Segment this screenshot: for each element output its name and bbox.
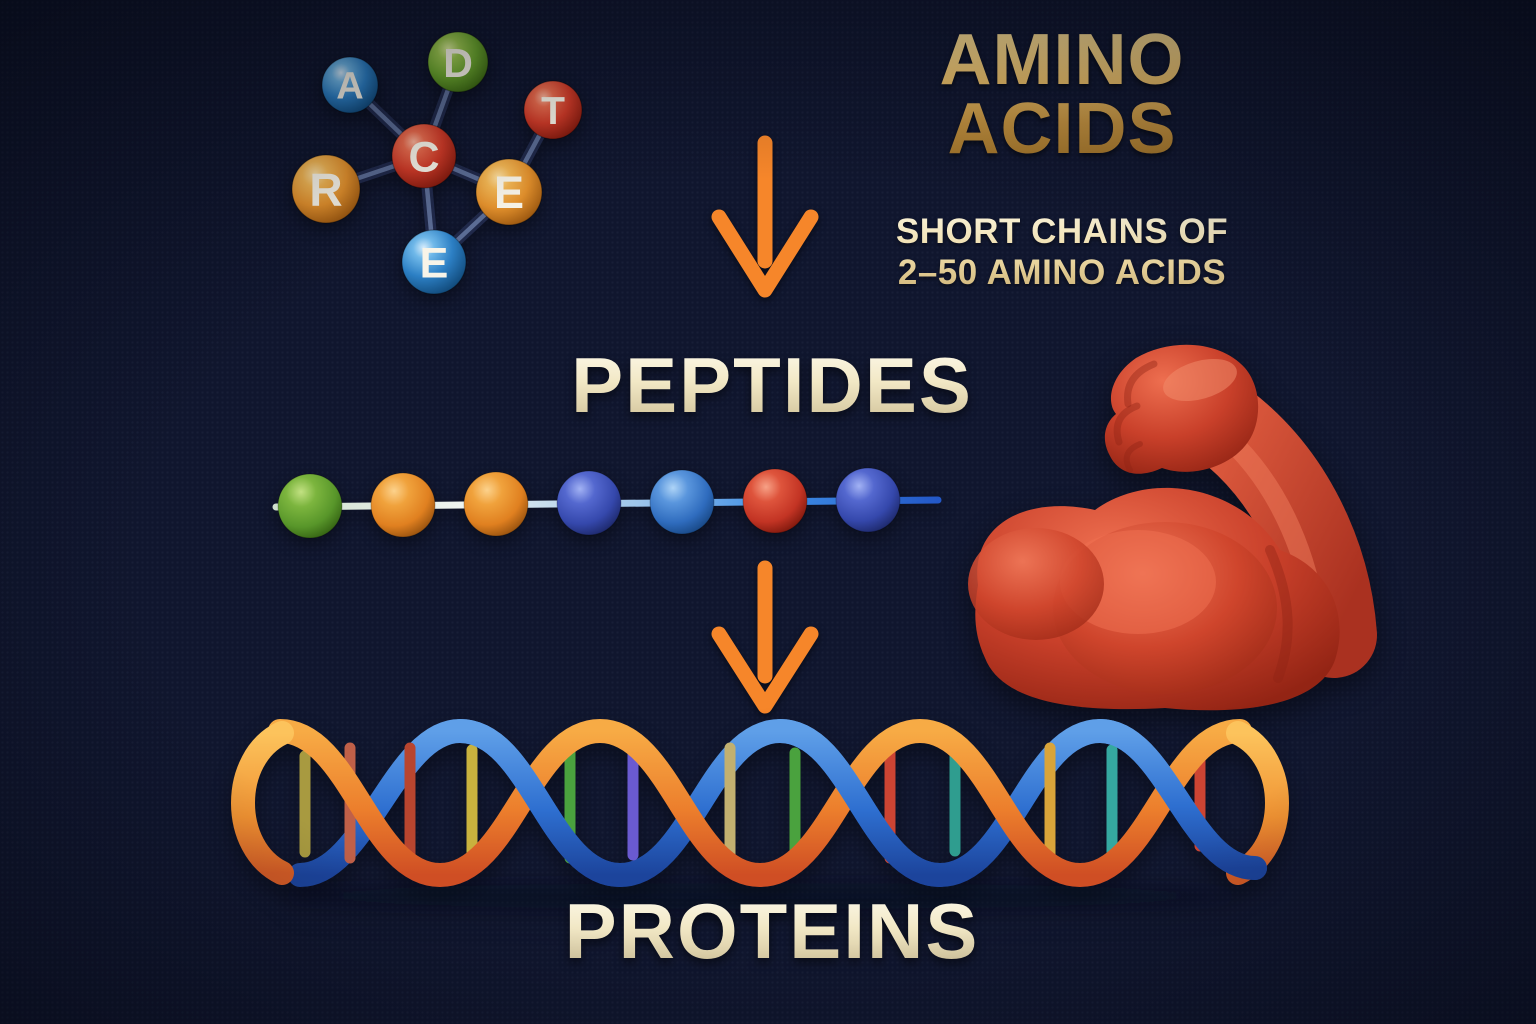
amino-acids-subtitle: SHORT CHAINS OF 2–50 AMINO ACIDS: [832, 212, 1292, 294]
flexed-biceps-icon: [968, 344, 1377, 711]
peptide-bead: [742, 468, 808, 534]
rung-group: [299, 742, 1206, 864]
amino-node-letter: E: [420, 239, 449, 287]
peptide-bead: [649, 469, 715, 535]
fist: [1104, 344, 1259, 474]
peptide-bead: [370, 472, 436, 538]
peptide-bead: [277, 473, 343, 539]
bicep-arm: [968, 344, 1377, 711]
subtitle-line-2: 2–50 AMINO ACIDS: [897, 252, 1227, 292]
title-line-1: AMINO: [939, 20, 1185, 100]
title-line-2: ACIDS: [947, 89, 1177, 170]
down-arrow-icon: [711, 135, 819, 298]
peptide-bead: [556, 470, 622, 536]
peptide-chain: [272, 467, 942, 539]
amino-node-letter: R: [309, 164, 342, 216]
amino-node-letter: A: [336, 66, 363, 108]
amino-node-letter: D: [443, 40, 473, 86]
amino-acid-network: A D T C R EE: [291, 31, 583, 295]
amino-acids-title: AMINO ACIDS: [852, 26, 1272, 164]
proteins-label: PROTEINS: [452, 886, 1092, 977]
amino-node-letter: C: [408, 133, 439, 181]
peptide-bead: [463, 471, 529, 537]
amino-node-letter: T: [541, 90, 565, 133]
subtitle-line-1: SHORT CHAINS OF: [895, 212, 1229, 251]
helix-right-cap: [1226, 721, 1289, 885]
amino-node-letter: E: [494, 167, 524, 218]
peptide-bead: [835, 467, 901, 533]
bead-group: [277, 467, 901, 539]
dna-helix-illustration: [231, 718, 1289, 909]
shoulder: [968, 528, 1104, 640]
helix-left-cap: [231, 721, 294, 885]
down-arrow-icon: [711, 560, 819, 714]
